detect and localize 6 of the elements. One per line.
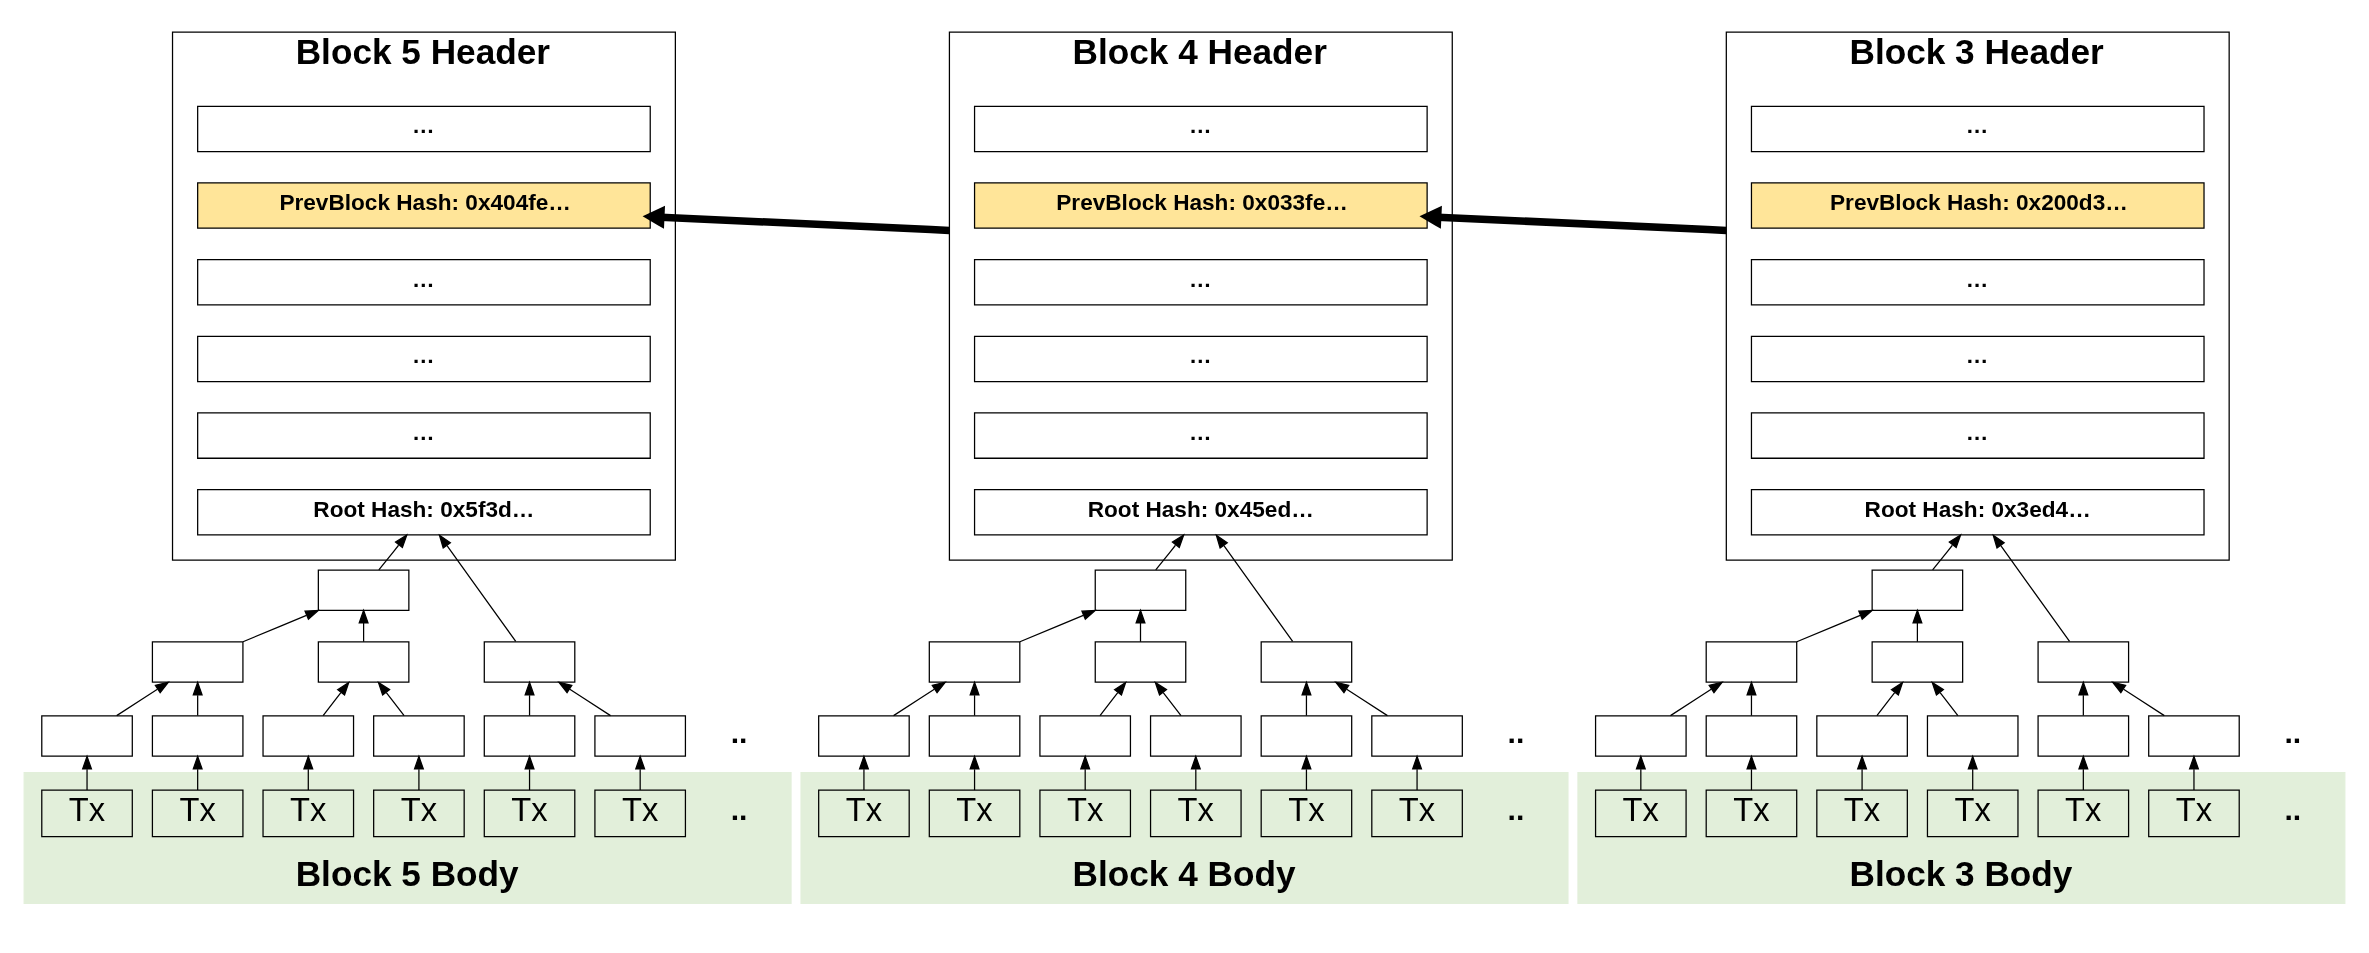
label: .. (2284, 792, 2302, 826)
label: .. (730, 715, 748, 749)
label: .. (1507, 715, 1525, 749)
label: .. (1507, 792, 1525, 826)
label: .. (730, 792, 748, 826)
label: .. (2284, 715, 2302, 749)
